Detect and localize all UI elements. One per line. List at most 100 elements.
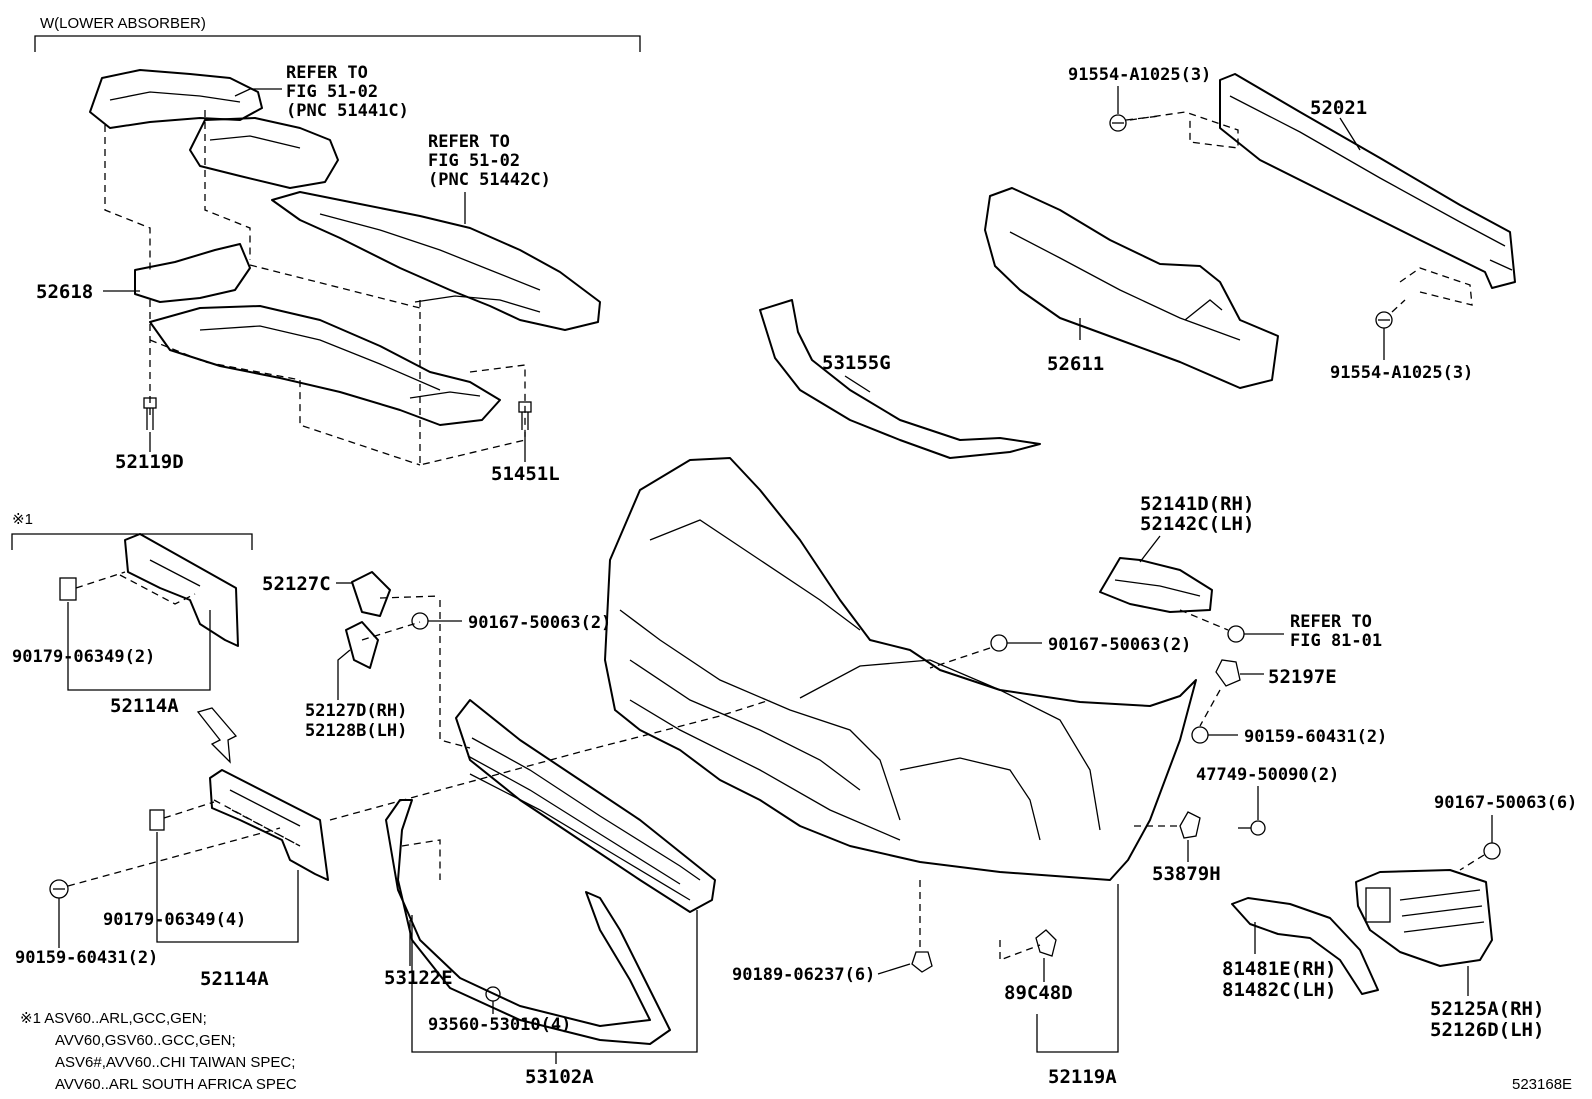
engine-under-cover-front bbox=[89, 69, 339, 189]
clip-90189 bbox=[911, 951, 933, 973]
label-52142C: 52142C(LH) bbox=[1140, 513, 1254, 535]
label-52114A-lower: 52114A bbox=[200, 968, 269, 990]
star-mark: ※1 bbox=[12, 511, 33, 528]
label-52126D: 52126D(LH) bbox=[1430, 1019, 1544, 1041]
figure-code: 523168E bbox=[1512, 1076, 1572, 1093]
bolt-51451L bbox=[518, 401, 532, 430]
dashed-guide bbox=[999, 940, 1041, 961]
part-52618-cover bbox=[134, 243, 501, 426]
part-53155G-seal bbox=[759, 299, 1041, 459]
label-90179-lower: 90179-06349(4) bbox=[103, 910, 246, 930]
leader-line bbox=[337, 649, 351, 700]
label-90167-center: 90167-50063(2) bbox=[1048, 635, 1191, 655]
label-90189: 90189-06237(6) bbox=[732, 965, 875, 985]
label-52127D: 52127D(RH) bbox=[305, 701, 407, 721]
dashed-guide bbox=[1179, 609, 1229, 631]
refer-note-1-line2: FIG 51-02 bbox=[286, 82, 378, 102]
engine-under-cover-rear bbox=[271, 191, 601, 331]
bracket-53879H bbox=[1179, 811, 1201, 839]
refer-note-2-line2: FIG 51-02 bbox=[428, 151, 520, 171]
label-53155G: 53155G bbox=[822, 352, 891, 374]
leader-line bbox=[234, 88, 282, 97]
leader-line bbox=[877, 963, 911, 975]
label-51451L: 51451L bbox=[491, 463, 560, 485]
group-bracket bbox=[34, 35, 641, 52]
dashed-guide bbox=[439, 600, 471, 749]
dashed-guide bbox=[329, 699, 771, 821]
label-52021: 52021 bbox=[1310, 97, 1367, 119]
label-52611: 52611 bbox=[1047, 353, 1104, 375]
screw-47749 bbox=[1238, 820, 1266, 836]
leader-bracket bbox=[156, 832, 299, 943]
label-47749: 47749-50090(2) bbox=[1196, 765, 1339, 785]
license-plate-bracket-upper bbox=[124, 533, 239, 647]
screw-90167-left bbox=[411, 612, 429, 630]
label-93560: 93560-53010(4) bbox=[428, 1015, 571, 1035]
part-53122E-garnish bbox=[385, 799, 671, 1045]
label-52128B: 52128B(LH) bbox=[305, 721, 407, 741]
label-81481E: 81481E(RH) bbox=[1222, 958, 1336, 980]
label-90179-upper: 90179-06349(2) bbox=[12, 647, 155, 667]
bracket-52127C bbox=[351, 571, 391, 617]
label-52141D: 52141D(RH) bbox=[1140, 493, 1254, 515]
label-90159-lower: 90159-60431(2) bbox=[15, 948, 158, 968]
screw-90159-right bbox=[1191, 726, 1209, 744]
clip-52197E bbox=[1215, 659, 1241, 687]
refer-note-3-line2: FIG 81-01 bbox=[1290, 631, 1382, 651]
label-81482C: 81482C(LH) bbox=[1222, 979, 1336, 1001]
label-90167-left: 90167-50063(2) bbox=[468, 613, 611, 633]
dashed-guide bbox=[361, 621, 421, 641]
leader-line bbox=[1339, 117, 1361, 151]
dashed-guide bbox=[75, 571, 196, 605]
clip-90179-lower bbox=[149, 809, 165, 831]
dashed-guide bbox=[149, 339, 421, 466]
leader-line bbox=[844, 375, 871, 393]
license-plate-bracket-lower bbox=[209, 769, 329, 881]
label-52125A: 52125A(RH) bbox=[1430, 998, 1544, 1020]
part-52021-reinforcement bbox=[1219, 73, 1516, 289]
screw-refer-fig81 bbox=[1227, 625, 1245, 643]
arrow-icon bbox=[196, 707, 238, 764]
screw-90167-center bbox=[990, 634, 1008, 652]
screw-90159-lower bbox=[49, 879, 69, 899]
dashed-guide bbox=[104, 125, 151, 270]
part-52119A-bumper-cover bbox=[604, 457, 1197, 881]
part-52611-absorber bbox=[984, 187, 1279, 389]
clip-89C48D bbox=[1035, 929, 1057, 957]
label-91554-lower: 91554-A1025(3) bbox=[1330, 363, 1473, 383]
dashed-guide bbox=[1459, 854, 1485, 871]
leader-line bbox=[1139, 535, 1161, 563]
bracket-52127D bbox=[345, 621, 379, 669]
dashed-guide bbox=[1399, 267, 1473, 306]
leader-bracket-53102A bbox=[411, 910, 698, 1053]
label-90159-right: 90159-60431(2) bbox=[1244, 727, 1387, 747]
nut-91554-upper bbox=[1109, 114, 1127, 132]
footnote-line-1: ※1 ASV60..ARL,GCC,GEN; bbox=[20, 1010, 207, 1027]
refer-note-1-line1: REFER TO bbox=[286, 63, 368, 83]
refer-note-2-line3: (PNC 51442C) bbox=[428, 170, 551, 190]
dashed-guide bbox=[1125, 115, 1161, 121]
dashed-guide bbox=[929, 647, 991, 669]
dashed-guide bbox=[379, 595, 441, 599]
dashed-guide bbox=[419, 300, 526, 466]
part-52141D-retainer bbox=[1099, 557, 1213, 613]
footnote-line-4: AVV60..ARL SOUTH AFRICA SPEC bbox=[55, 1076, 297, 1093]
refer-note-2-line1: REFER TO bbox=[428, 132, 510, 152]
dashed-guide bbox=[204, 110, 251, 260]
part-53102A-grille bbox=[455, 699, 716, 913]
label-53102A: 53102A bbox=[525, 1066, 594, 1088]
label-53879H: 53879H bbox=[1152, 863, 1221, 885]
label-52119A: 52119A bbox=[1048, 1066, 1117, 1088]
label-52197E: 52197E bbox=[1268, 666, 1337, 688]
label-90167-right: 90167-50063(6) bbox=[1434, 793, 1577, 813]
dashed-guide bbox=[163, 799, 301, 847]
label-52618: 52618 bbox=[36, 281, 93, 303]
dashed-guide bbox=[249, 264, 421, 309]
group-header: W(LOWER ABSORBER) bbox=[40, 15, 206, 32]
footnote-line-3: ASV6#,AVV60..CHI TAIWAN SPEC; bbox=[55, 1054, 295, 1071]
dashed-guide bbox=[1199, 689, 1221, 727]
nut-91554-lower bbox=[1375, 311, 1393, 329]
label-52127C: 52127C bbox=[262, 573, 331, 595]
label-89C48D: 89C48D bbox=[1004, 982, 1073, 1004]
